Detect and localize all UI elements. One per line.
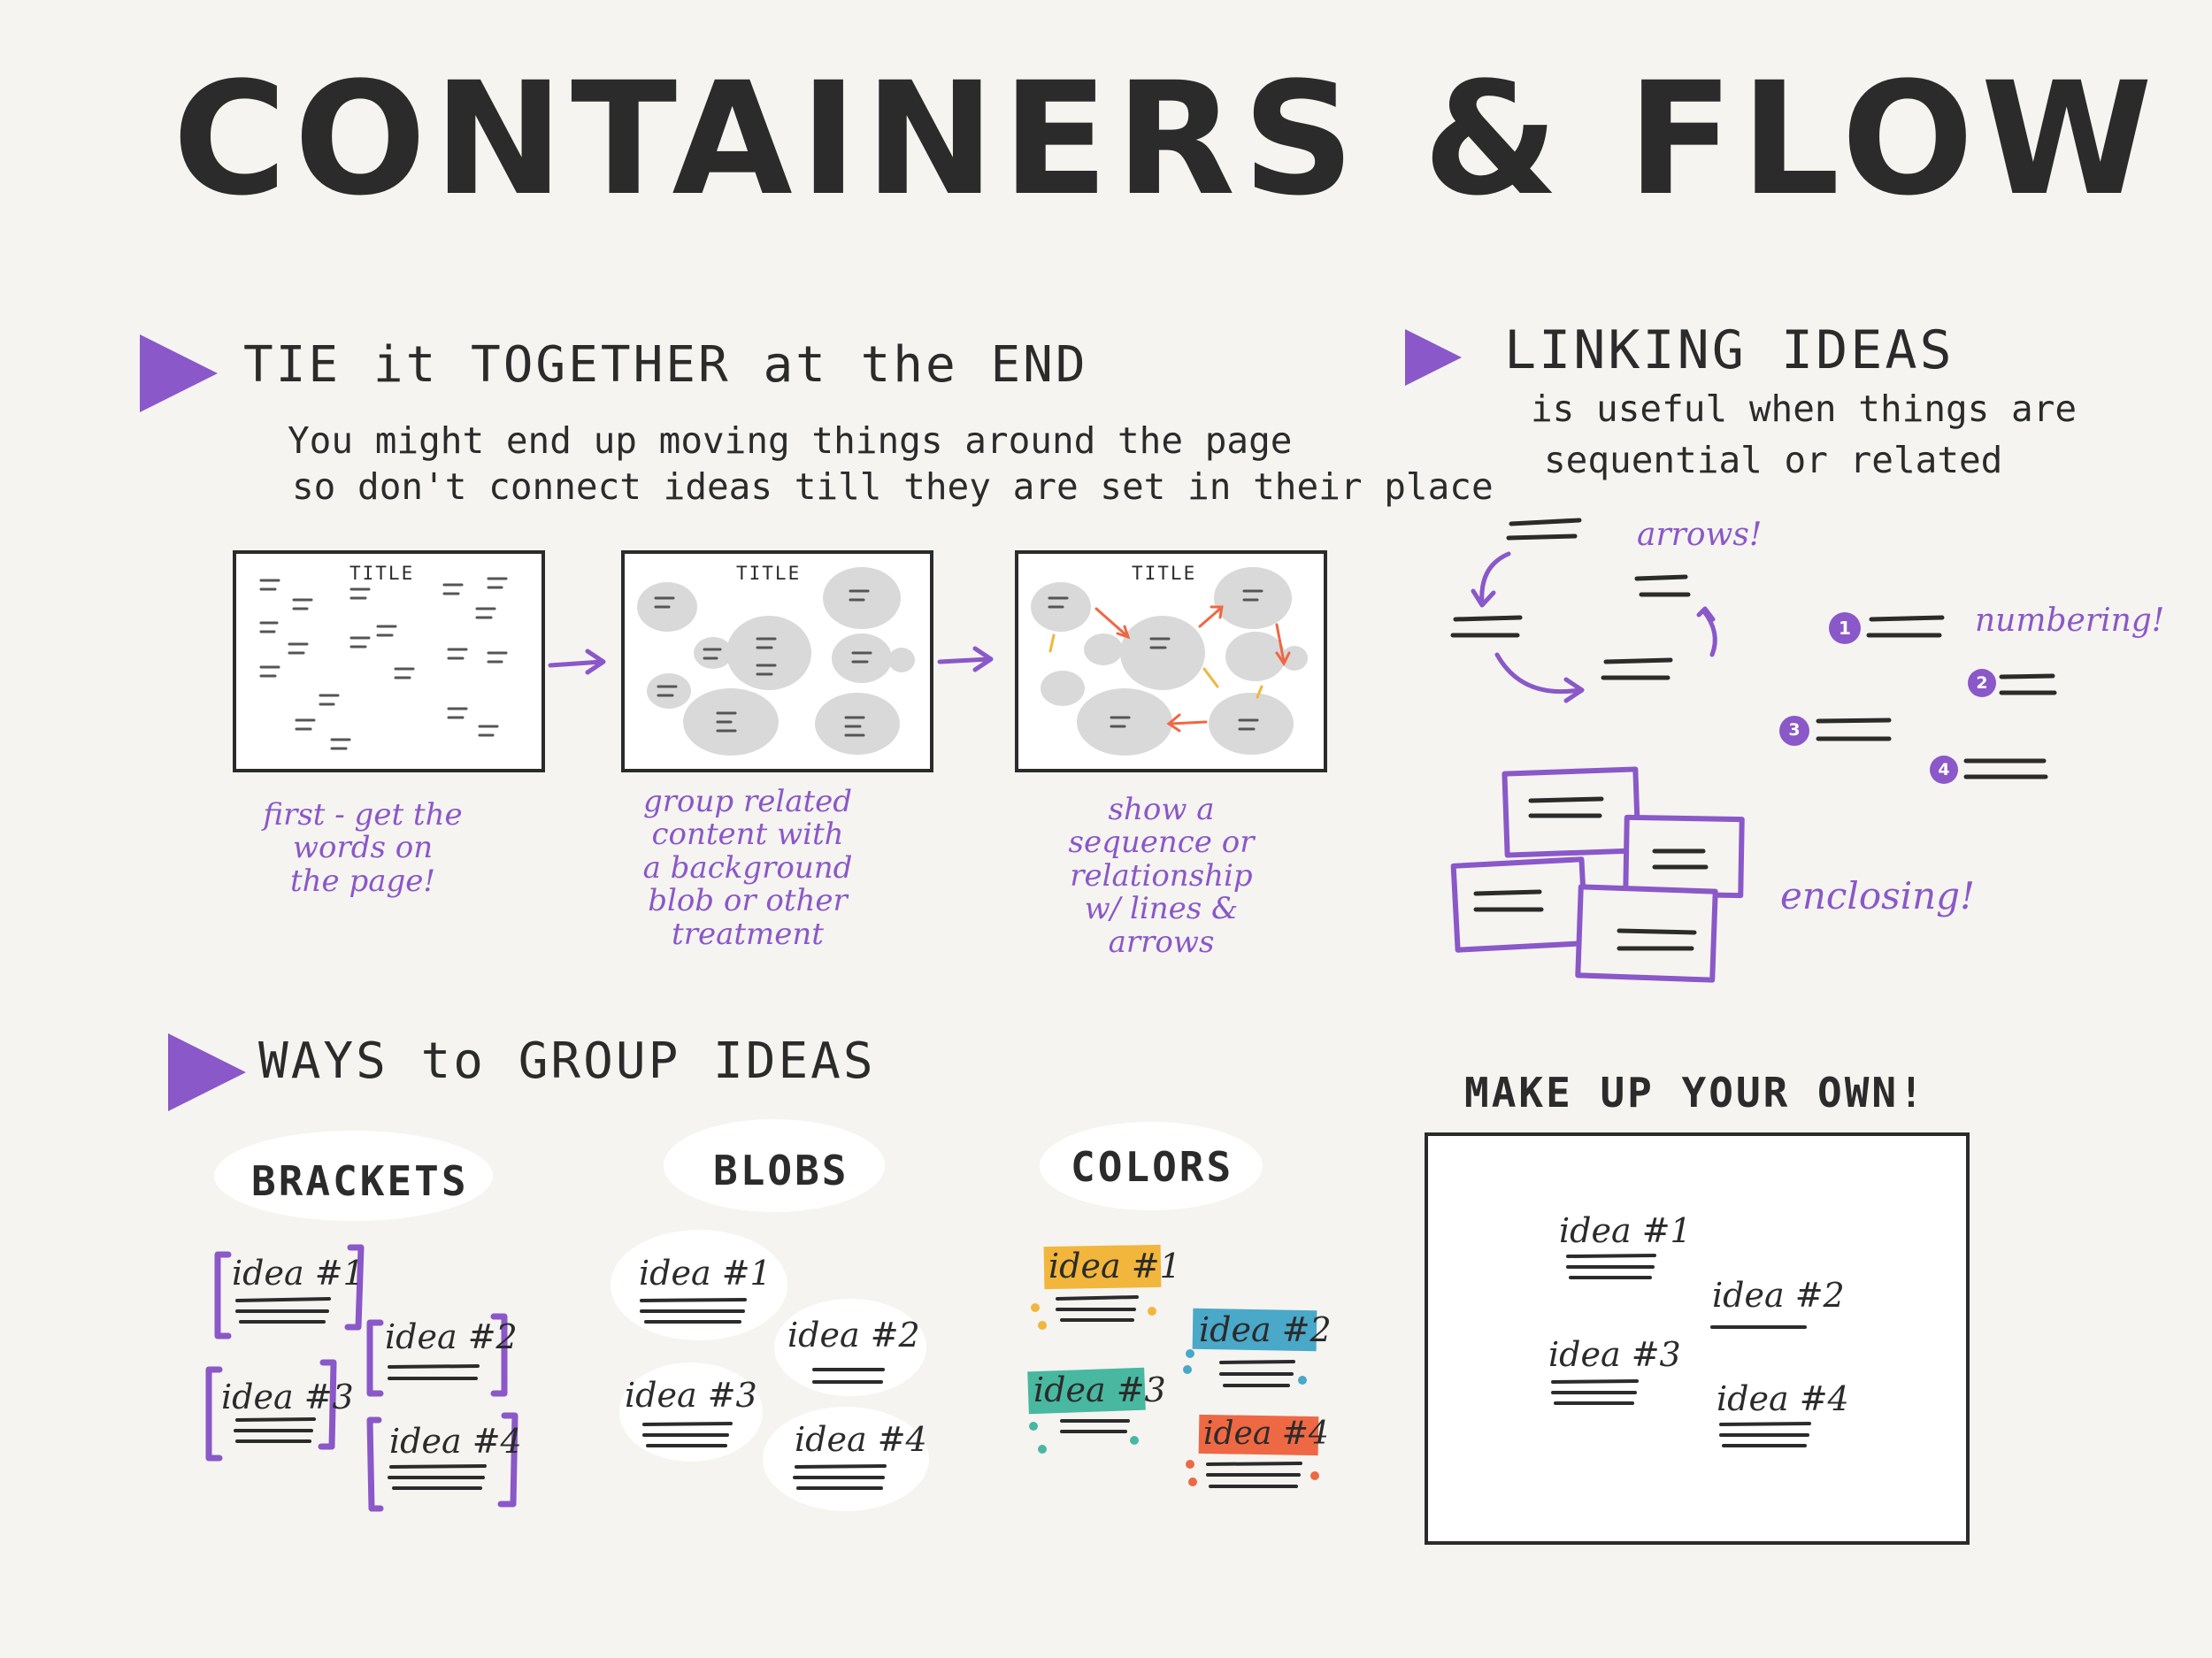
page-title: CONTAINERS & FLOW xyxy=(173,49,2160,230)
caption-first: first - get the words on the page! xyxy=(263,797,463,899)
blobs-label: BLOBS xyxy=(713,1147,849,1194)
card-blobs-shapes xyxy=(637,567,915,756)
tie-heading: TIE it TOGETHER at the END xyxy=(243,336,1088,394)
blobs-bubble xyxy=(664,1119,885,1212)
number-badge-1: 1 xyxy=(1839,618,1851,639)
number-badge-4: 4 xyxy=(1938,760,1950,779)
own-canvas[interactable] xyxy=(1425,1132,1970,1545)
caption-group: group related content with a background … xyxy=(642,784,853,952)
bracket-idea-4: idea #4 xyxy=(389,1422,522,1461)
card-words-dashes xyxy=(259,577,508,750)
play-triangle-icon xyxy=(168,1033,246,1111)
card-sequence-shapes xyxy=(1031,567,1308,756)
blob-idea-3: idea #3 xyxy=(625,1376,757,1415)
tie-body-line1: You might end up moving things around th… xyxy=(288,419,1293,462)
caption-show: show a sequence or relationship w/ lines… xyxy=(1068,792,1255,960)
colors-label: COLORS xyxy=(1071,1143,1234,1191)
own-idea-2: idea #2 xyxy=(1712,1276,1845,1315)
colors-bubble xyxy=(1040,1122,1263,1210)
color-idea-1: idea #1 xyxy=(1048,1247,1181,1286)
brackets-bubble xyxy=(214,1131,493,1221)
bracket-idea-1: idea #1 xyxy=(232,1254,365,1293)
blob-2 xyxy=(774,1299,926,1396)
color-idea-2: idea #2 xyxy=(1199,1310,1332,1349)
card-blobs: TITLE xyxy=(621,550,933,772)
blob-idea-1: idea #1 xyxy=(639,1254,772,1293)
own-idea-1: idea #1 xyxy=(1559,1211,1692,1250)
blob-4 xyxy=(763,1407,929,1511)
own-heading: MAKE UP YOUR OWN! xyxy=(1464,1069,1926,1117)
ways-heading: WAYS to GROUP IDEAS xyxy=(258,1032,876,1090)
play-triangle-icon xyxy=(1405,329,1462,386)
number-badge-3: 3 xyxy=(1788,720,1801,740)
bracket-idea-2: idea #2 xyxy=(385,1317,518,1356)
linking-body-line2: sequential or related xyxy=(1544,439,2003,481)
color-idea-3: idea #3 xyxy=(1033,1370,1166,1409)
arrows-label: arrows! xyxy=(1637,517,1763,553)
bracket-idea-3: idea #3 xyxy=(221,1378,354,1416)
number-badge-2: 2 xyxy=(1976,673,1988,693)
linking-heading: LINKING IDEAS xyxy=(1504,319,1955,381)
linking-body-line1: is useful when things are xyxy=(1531,388,2078,430)
tie-body-line2: so don't connect ideas till they are set… xyxy=(292,465,1494,508)
blob-idea-2: idea #2 xyxy=(787,1316,920,1355)
card-words: TITLE xyxy=(233,550,545,772)
enclosing-label: enclosing! xyxy=(1780,874,1975,917)
own-idea-3: idea #3 xyxy=(1548,1335,1681,1374)
numbering-label: numbering! xyxy=(1975,603,2165,639)
card-sequence: TITLE xyxy=(1015,550,1327,772)
color-idea-4: idea #4 xyxy=(1203,1416,1329,1452)
blob-idea-4: idea #4 xyxy=(795,1420,927,1459)
card-title: TITLE xyxy=(736,563,802,584)
play-triangle-icon xyxy=(140,334,218,412)
own-idea-4: idea #4 xyxy=(1717,1379,1849,1418)
card-title: TITLE xyxy=(1132,563,1197,584)
card-title: TITLE xyxy=(349,563,415,584)
brackets-label: BRACKETS xyxy=(251,1157,469,1205)
